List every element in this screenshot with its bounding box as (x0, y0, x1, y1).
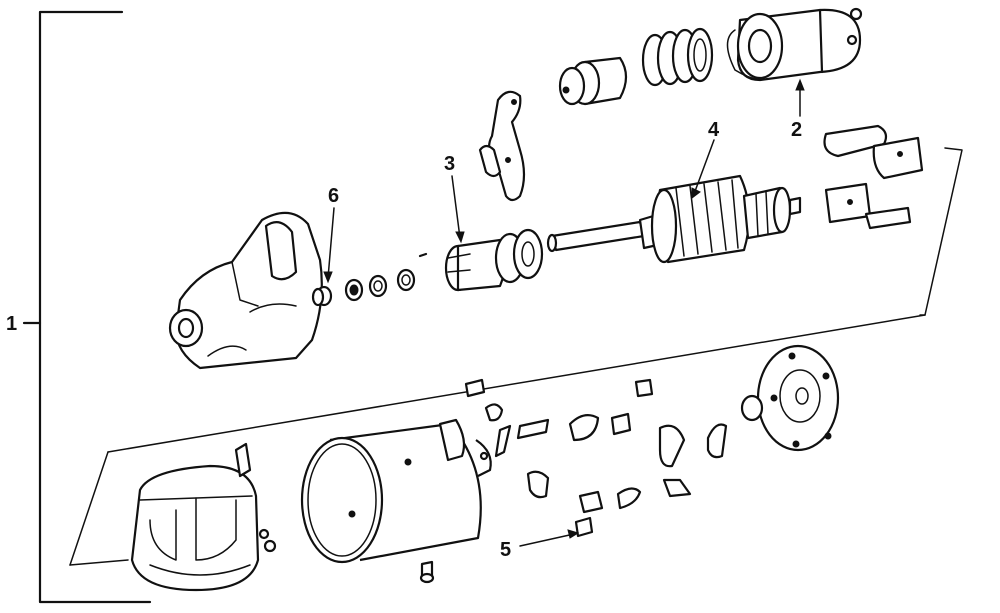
brush-holders-upper (823, 124, 924, 230)
callout-4: 4 (708, 119, 720, 141)
callout-1: 1 (6, 313, 17, 335)
solenoid (726, 7, 863, 82)
bushing (311, 285, 333, 307)
starter-drive (444, 228, 544, 292)
armature (546, 174, 802, 264)
plunger (558, 56, 628, 106)
commutator-end-frame (740, 344, 840, 452)
callout-2: 2 (791, 119, 802, 141)
callout-3: 3 (444, 153, 455, 175)
brush-hardware (464, 378, 728, 538)
field-coil (130, 442, 277, 592)
assembly-bracket (22, 10, 152, 604)
washers (344, 252, 428, 302)
callout-5: 5 (500, 539, 511, 561)
shift-lever (478, 90, 526, 202)
through-bolt (419, 560, 435, 584)
callout-6: 6 (328, 185, 339, 207)
callout-leaders (323, 78, 805, 547)
upper-panel-outline (69, 147, 963, 566)
solenoid-spring (641, 27, 714, 87)
frame-housing (300, 418, 492, 564)
drive-housing (168, 211, 323, 370)
